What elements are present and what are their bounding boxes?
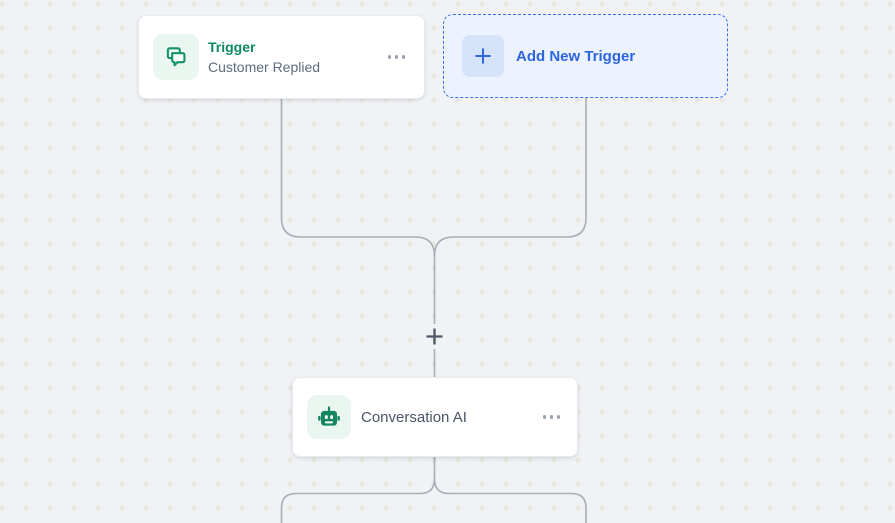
trigger-node-subtitle: Customer Replied bbox=[208, 58, 321, 75]
connector-branch-right bbox=[433, 478, 587, 523]
menu-dot bbox=[549, 415, 553, 419]
add-new-trigger-label: Add New Trigger bbox=[516, 47, 636, 65]
conversation-ai-label: Conversation AI bbox=[361, 408, 467, 426]
trigger-node-title: Trigger bbox=[208, 38, 256, 55]
connector-branch-left bbox=[280, 478, 436, 523]
connector-trigger-merge-left bbox=[280, 99, 436, 257]
menu-dot bbox=[394, 55, 398, 59]
conversation-ai-menu-button[interactable] bbox=[541, 410, 563, 424]
menu-dot bbox=[387, 55, 391, 59]
menu-dot bbox=[556, 415, 560, 419]
connector-trigger-merge-right bbox=[433, 98, 587, 257]
menu-dot bbox=[401, 55, 405, 59]
add-action-plus-button[interactable] bbox=[423, 325, 446, 348]
trigger-node-card[interactable]: Trigger Customer Replied bbox=[138, 15, 425, 99]
conversation-ai-node-card[interactable]: Conversation AI bbox=[292, 377, 578, 457]
plus-icon bbox=[426, 328, 443, 345]
chat-bubbles-icon bbox=[153, 34, 199, 80]
add-new-trigger-button[interactable]: Add New Trigger bbox=[443, 14, 728, 98]
trigger-node-text: Trigger Customer Replied bbox=[208, 38, 386, 77]
robot-icon bbox=[307, 395, 351, 439]
plus-icon bbox=[462, 35, 504, 77]
trigger-node-menu-button[interactable] bbox=[386, 50, 408, 64]
menu-dot bbox=[542, 415, 546, 419]
